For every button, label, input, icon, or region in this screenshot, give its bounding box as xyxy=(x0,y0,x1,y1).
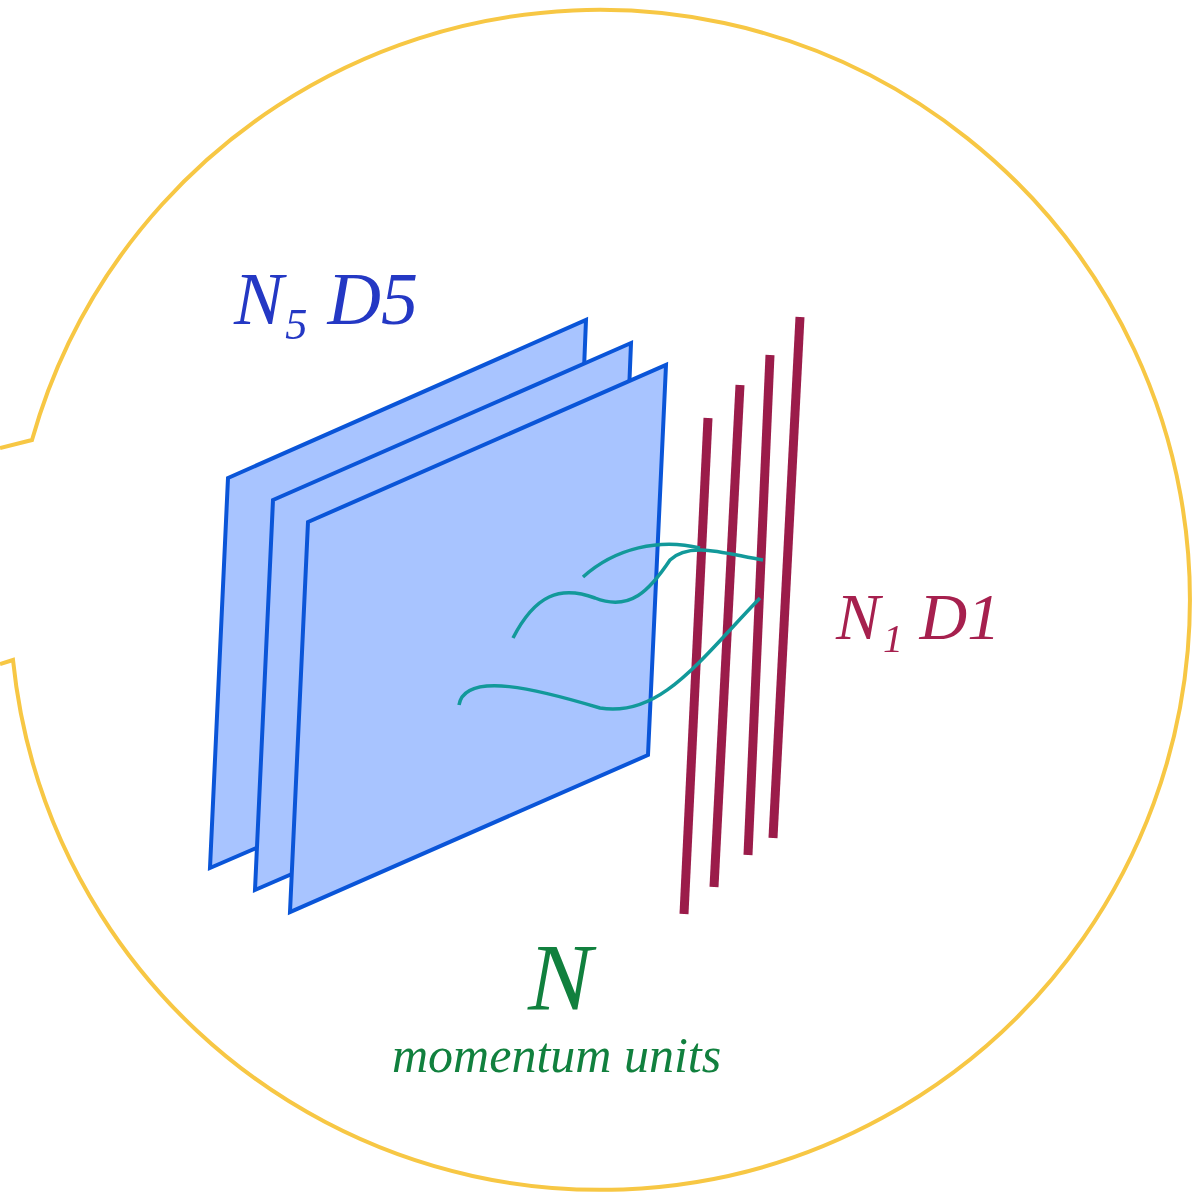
momentum-label: N xyxy=(528,930,592,1026)
d1-string xyxy=(714,385,740,887)
boundary-circle xyxy=(0,10,1190,1190)
open-string xyxy=(459,598,760,709)
momentum-units-label: momentum units xyxy=(392,1030,721,1080)
d1-string xyxy=(773,317,800,838)
d5-plane xyxy=(290,365,666,912)
d5-label: N₅ D5 xyxy=(234,262,418,336)
open-string xyxy=(513,550,763,638)
open-string xyxy=(583,544,700,577)
d1-label: N₁ D1 xyxy=(836,584,1000,650)
